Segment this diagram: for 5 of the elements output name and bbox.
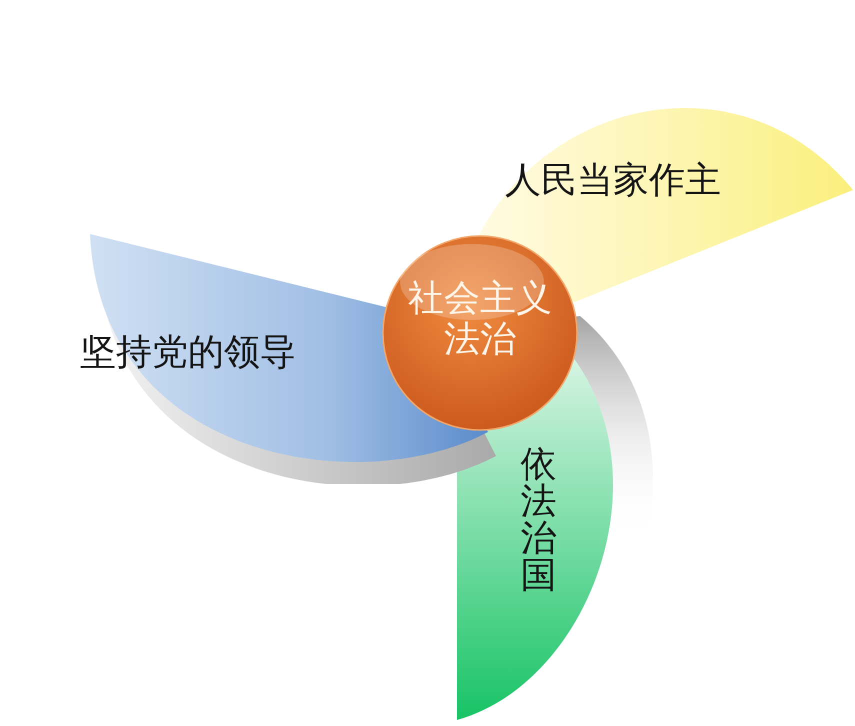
center-circle [382, 235, 578, 431]
petal-label: 坚持党的领导 [80, 332, 296, 374]
petal-label: 人民当家作主 [505, 160, 721, 202]
circle-label: 社会主义法治 [407, 278, 553, 361]
petal-label: 依法治国 [520, 446, 557, 594]
